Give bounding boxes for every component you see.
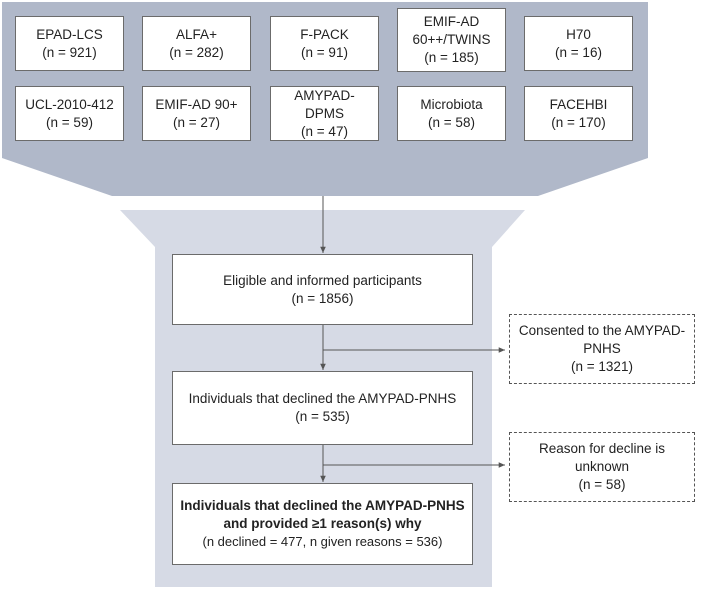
cohort-box-f-pack: F-PACK (n = 91) — [270, 16, 379, 71]
eligible-count: (n = 1856) — [291, 290, 354, 306]
eligible-label: Eligible and informed participants — [223, 272, 422, 288]
cohort-box-amypad-dpms: AMYPAD-DPMS (n = 47) — [270, 86, 379, 141]
cohort-count: (n = 58) — [428, 114, 475, 130]
cohort-name: H70 — [566, 26, 591, 42]
declined-box: Individuals that declined the AMYPAD-PNH… — [172, 371, 473, 445]
cohort-box-emif-ad-90: EMIF-AD 90+ (n = 27) — [142, 86, 251, 141]
consented-count: (n = 1321) — [571, 359, 633, 374]
cohort-count: (n = 921) — [42, 44, 97, 60]
cohort-count: (n = 47) — [301, 123, 348, 139]
cohort-name: EPAD-LCS — [36, 26, 103, 42]
cohort-name: EMIF-AD 90+ — [155, 96, 238, 112]
cohort-box-facehbi: FACEHBI (n = 170) — [524, 86, 633, 141]
reasons-title-line2: and provided ≥1 reason(s) why — [223, 516, 422, 531]
cohort-count: (n = 91) — [301, 44, 348, 60]
cohort-count: (n = 170) — [551, 114, 606, 130]
cohort-count: (n = 282) — [169, 44, 224, 60]
declined-count: (n = 535) — [295, 409, 350, 424]
consented-box: Consented to the AMYPAD- PNHS (n = 1321) — [509, 314, 695, 384]
cohort-box-microbiota: Microbiota (n = 58) — [397, 86, 506, 141]
cohort-name: UCL-2010-412 — [25, 96, 114, 112]
unknown-count: (n = 58) — [578, 477, 626, 492]
cohort-box-ucl-2010-412: UCL-2010-412 (n = 59) — [15, 86, 124, 141]
cohort-count: (n = 185) — [424, 50, 479, 65]
cohort-name: Microbiota — [420, 96, 483, 112]
cohort-count: (n = 59) — [46, 114, 93, 130]
cohort-name: F-PACK — [300, 26, 349, 42]
reasons-counts: (n declined = 477, n given reasons = 536… — [202, 534, 443, 549]
reasons-title-line1: Individuals that declined the AMYPAD-PNH… — [180, 498, 465, 513]
unknown-reason-box: Reason for decline is unknown (n = 58) — [509, 432, 695, 502]
cohort-box-h70: H70 (n = 16) — [524, 16, 633, 71]
unknown-line1: Reason for decline is — [538, 441, 666, 456]
cohort-name: FACEHBI — [549, 96, 608, 112]
cohort-name: ALFA+ — [176, 26, 217, 42]
cohort-name: AMYPAD-DPMS — [294, 87, 355, 121]
eligible-participants-box: Eligible and informed participants (n = … — [172, 254, 473, 325]
cohort-count: (n = 16) — [555, 44, 602, 60]
unknown-line2: unknown — [574, 459, 630, 474]
declined-label: Individuals that declined the AMYPAD-PNH… — [188, 391, 457, 406]
cohort-box-alfa: ALFA+ (n = 282) — [142, 16, 251, 71]
cohort-count: (n = 27) — [173, 114, 220, 130]
declined-with-reasons-box: Individuals that declined the AMYPAD-PNH… — [172, 483, 473, 565]
consented-line2: PNHS — [583, 341, 621, 356]
consented-line1: Consented to the AMYPAD- — [518, 323, 686, 338]
cohort-box-epad-lcs: EPAD-LCS (n = 921) — [15, 16, 124, 71]
